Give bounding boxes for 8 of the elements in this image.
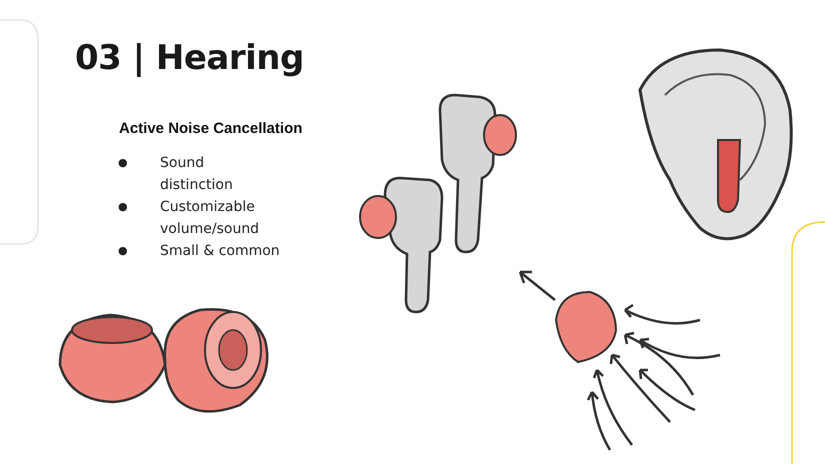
bullet-text: Customizable volume/sound xyxy=(160,198,260,239)
bullet-mark: ● xyxy=(118,243,129,259)
bullet-mark: ● xyxy=(118,199,129,215)
bullet-text: Small & common xyxy=(160,242,280,261)
bullet-mark: ● xyxy=(118,155,129,171)
subheading: Active Noise Cancellation xyxy=(119,120,302,137)
slide-title: 03 | Hearing xyxy=(75,38,304,78)
bullet-text: Sound distinction xyxy=(160,154,234,195)
